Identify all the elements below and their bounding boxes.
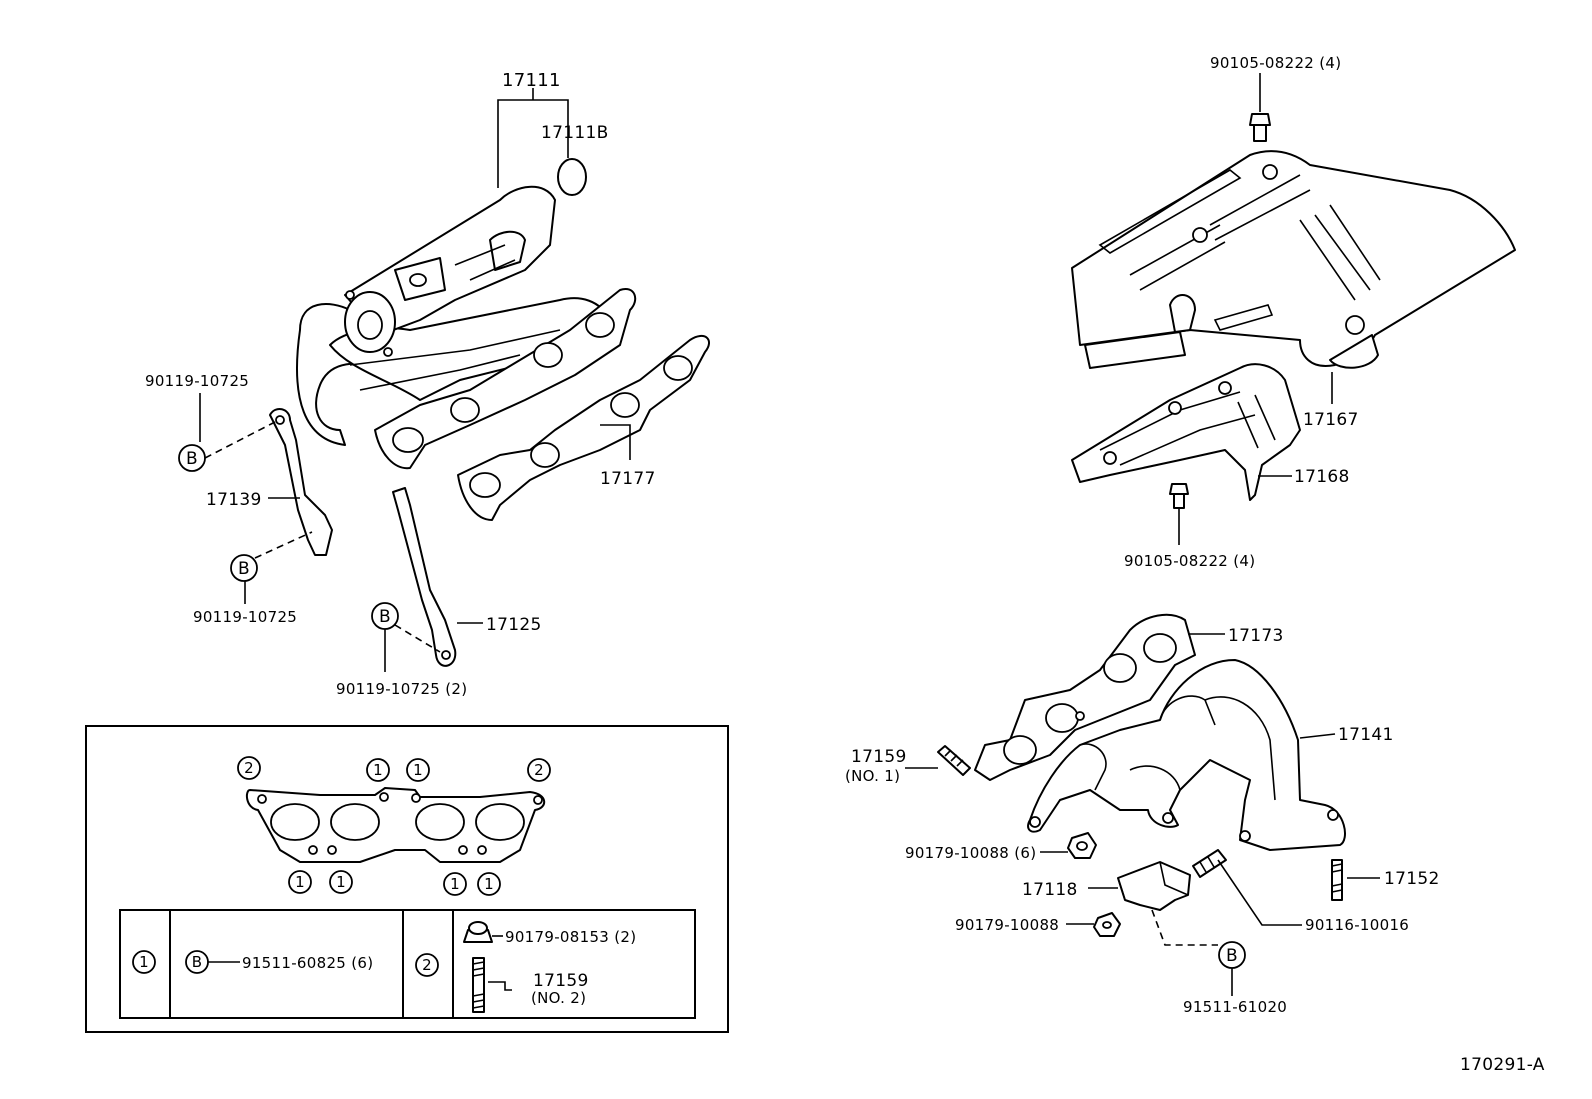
bolt-icon [1249,73,1271,142]
svg-text:1: 1 [450,875,460,893]
part-17173-gasket[interactable] [974,613,1196,781]
svg-text:1: 1 [295,873,305,891]
marker-b: B [178,444,206,472]
part-17118-bracket[interactable] [1117,861,1191,911]
label-90179-10088: 90179-10088 [955,916,1059,934]
svg-text:1: 1 [336,873,346,891]
part-17111b-plug[interactable] [557,158,587,196]
label-90119-10725-2: 90119-10725 (2) [336,680,467,698]
marker-1: 1 [366,758,390,782]
stud-90116-10016[interactable] [1192,849,1227,878]
marker-1: 1 [288,870,312,894]
legend-symbol-1: 1 [132,950,156,974]
label-17118: 17118 [1022,880,1078,900]
marker-1: 1 [406,758,430,782]
label-17173: 17173 [1228,626,1284,646]
nut-90179-10088-6[interactable] [1067,832,1097,859]
label-17111: 17111 [502,70,561,91]
label-17177: 17177 [600,469,656,489]
legend-table: 1 B 91511-60825 (6) 2 90179-08153 (2) 17… [119,909,696,1019]
part-17141-exhaust-manifold[interactable] [1027,659,1346,851]
svg-text:1: 1 [139,953,149,971]
label-17125: 17125 [486,615,542,635]
svg-text:B: B [238,559,250,579]
marker-1: 1 [477,872,501,896]
label-17139: 17139 [206,490,262,510]
label-90119-10725: 90119-10725 [193,608,297,626]
svg-text:1: 1 [373,761,383,779]
part-17111-manifold[interactable] [296,185,637,470]
label-17111b: 17111B [541,123,609,143]
svg-text:B: B [192,953,203,971]
svg-text:2: 2 [534,761,544,779]
label-17167: 17167 [1303,410,1359,430]
label-17152: 17152 [1384,869,1440,889]
part-17177-gasket[interactable] [457,334,710,521]
marker-1: 1 [443,872,467,896]
nut-90179-10088[interactable] [1093,912,1121,937]
label-17159-no1: 17159 [851,747,907,767]
detail-gasket [245,787,546,863]
label-90179-10088-6: 90179-10088 (6) [905,844,1036,862]
legend-part-17159-no2: (NO. 2) [531,989,586,1007]
svg-text:1: 1 [413,761,423,779]
part-17125-stay[interactable] [392,487,457,667]
label-90105-08222-4: 90105-08222 (4) [1124,552,1255,570]
marker-2: 2 [527,758,551,782]
part-17167-heat-insulator[interactable] [1071,150,1516,369]
label-17159-no1-suffix: (NO. 1) [845,767,900,785]
svg-text:B: B [1226,946,1238,966]
svg-text:B: B [186,449,198,469]
stud-icon [472,957,485,1013]
legend-symbol-2: 2 [415,953,439,977]
nut-icon [463,921,493,943]
svg-text:2: 2 [422,956,432,974]
label-17141: 17141 [1338,725,1394,745]
marker-2: 2 [237,756,261,780]
label-91511-61020: 91511-61020 [1183,998,1287,1016]
marker-b: B [371,602,399,630]
legend-part-90179-08153: 90179-08153 (2) [505,928,636,946]
label-17168: 17168 [1294,467,1350,487]
marker-1: 1 [329,870,353,894]
stud-17159-no1[interactable] [937,745,971,776]
legend-part-91511-60825: 91511-60825 (6) [242,954,373,972]
svg-text:B: B [379,607,391,627]
bolt-icon [1169,483,1189,545]
gasket-detail-box [85,725,729,1033]
svg-text:1: 1 [484,875,494,893]
label-90105-08222-4: 90105-08222 (4) [1210,54,1341,72]
part-17168-heat-insulator[interactable] [1071,363,1301,501]
stud-17152[interactable] [1331,859,1343,901]
marker-b: B [230,554,258,582]
marker-b: B [1218,941,1246,969]
part-17139-stay[interactable] [269,408,333,556]
label-90119-10725: 90119-10725 [145,372,249,390]
svg-text:2: 2 [244,759,254,777]
label-90116-10016: 90116-10016 [1305,916,1409,934]
marker-b: B [185,950,209,974]
legend-part-17159: 17159 [533,971,589,991]
diagram-code: 170291-A [1460,1055,1545,1075]
